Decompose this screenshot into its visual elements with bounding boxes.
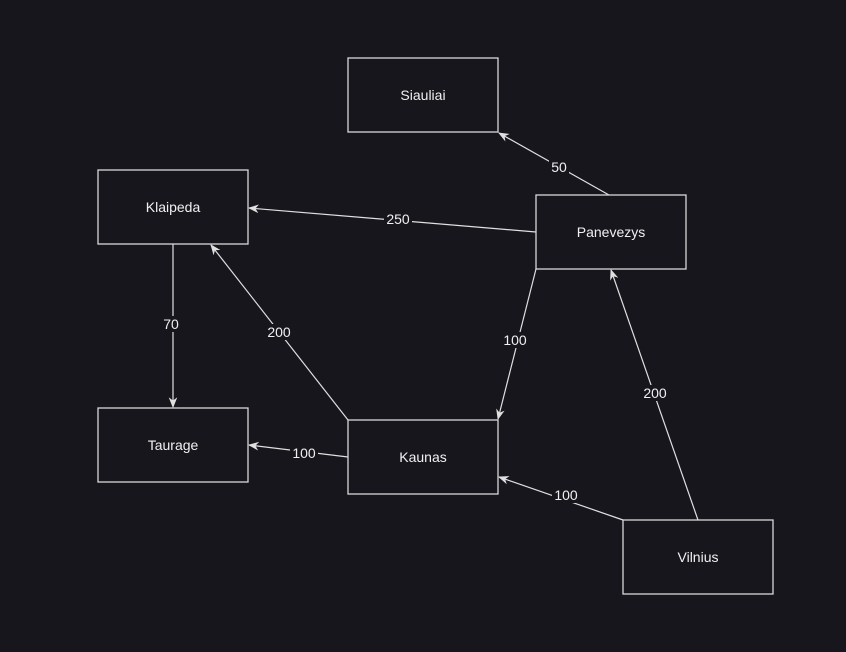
node-box — [347, 57, 499, 133]
edge-label-background — [161, 316, 181, 332]
edge-label-kaunas-to-taurage: 100 — [290, 445, 318, 461]
node-box — [535, 194, 687, 270]
node-label: Vilnius — [678, 549, 719, 565]
edge-label-kaunas-to-klaipeda: 200 — [265, 324, 293, 340]
edge-weight-label: 200 — [643, 385, 667, 401]
edge-label-background — [552, 487, 580, 503]
node-panevezys[interactable]: Panevezys — [535, 194, 687, 270]
node-vilnius[interactable]: Vilnius — [622, 519, 774, 595]
node-box — [97, 407, 249, 483]
node-kaunas[interactable]: Kaunas — [347, 419, 499, 495]
edge-labels-layer: 50 250 70 200 100 200 100 100 — [161, 159, 669, 503]
edge-weight-label: 100 — [503, 332, 527, 348]
edge-weight-label: 100 — [292, 445, 316, 461]
edge-label-panevezys-to-siauliai: 50 — [549, 159, 569, 175]
edge-weight-label: 200 — [267, 324, 291, 340]
edge-weight-label: 70 — [163, 316, 179, 332]
node-label: Taurage — [148, 437, 199, 453]
node-label: Klaipeda — [146, 199, 201, 215]
edge-label-background — [641, 385, 669, 401]
nodes-layer: SiauliaiKlaipedaPanevezysTaurageKaunasVi… — [97, 57, 774, 595]
edge-label-background — [290, 445, 318, 461]
node-box — [622, 519, 774, 595]
edge-weight-label: 50 — [551, 159, 567, 175]
edge-label-vilnius-to-kaunas: 100 — [552, 487, 580, 503]
node-label: Siauliai — [400, 87, 445, 103]
node-label: Kaunas — [399, 449, 446, 465]
node-taurage[interactable]: Taurage — [97, 407, 249, 483]
node-label: Panevezys — [577, 224, 645, 240]
edge-weight-label: 100 — [554, 487, 578, 503]
edge-label-klaipeda-to-taurage: 70 — [161, 316, 181, 332]
edge-weight-label: 250 — [386, 211, 410, 227]
node-box — [97, 169, 249, 245]
edge-label-panevezys-to-kaunas: 100 — [501, 332, 529, 348]
edge-label-vilnius-to-panevezys: 200 — [641, 385, 669, 401]
node-siauliai[interactable]: Siauliai — [347, 57, 499, 133]
edge-label-panevezys-to-klaipeda: 250 — [384, 211, 412, 227]
edge-label-background — [384, 211, 412, 227]
edge-label-background — [549, 159, 569, 175]
edge-label-background — [265, 324, 293, 340]
node-klaipeda[interactable]: Klaipeda — [97, 169, 249, 245]
edge-label-background — [501, 332, 529, 348]
node-box — [347, 419, 499, 495]
